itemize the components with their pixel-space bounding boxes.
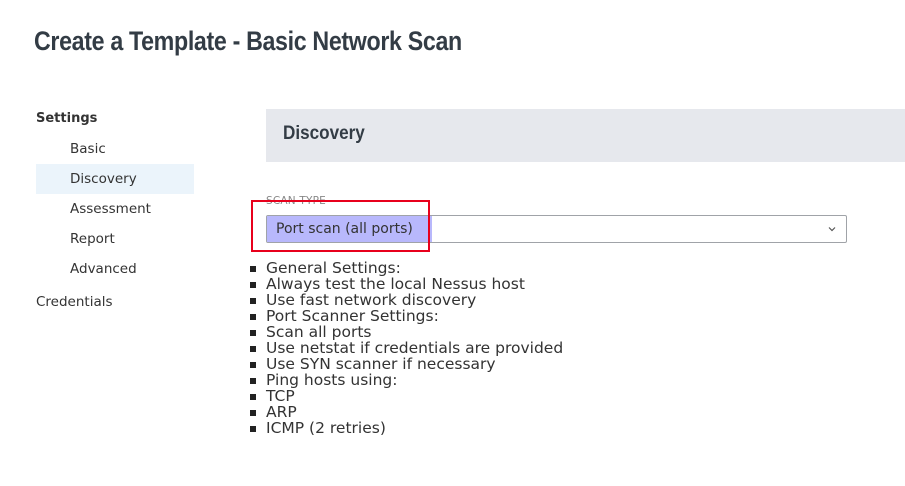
sidebar-item-basic[interactable]: Basic: [70, 141, 106, 157]
chevron-down-icon: [828, 227, 836, 232]
list-item: Scan all ports: [246, 324, 563, 340]
sidebar-item-credentials[interactable]: Credentials: [36, 294, 113, 310]
sidebar-item-report[interactable]: Report: [70, 231, 115, 247]
sidebar-item-discovery[interactable]: Discovery: [36, 164, 194, 194]
settings-sidebar: Settings Basic Discovery Assessment Repo…: [36, 108, 194, 313]
list-item: Use fast network discovery: [246, 292, 563, 308]
page-title: Create a Template - Basic Network Scan: [34, 26, 462, 56]
list-item: Use netstat if credentials are provided: [246, 340, 563, 356]
sidebar-item-assessment[interactable]: Assessment: [70, 201, 151, 217]
list-item: General Settings:: [246, 260, 563, 276]
scan-type-label: SCAN TYPE: [266, 195, 326, 207]
scan-type-select[interactable]: Port scan (all ports): [266, 215, 847, 243]
list-item: Ping hosts using:: [246, 372, 563, 388]
list-item: ICMP (2 retries): [246, 420, 563, 436]
list-item: Always test the local Nessus host: [246, 276, 563, 292]
list-item: Use SYN scanner if necessary: [246, 356, 563, 372]
section-header: Discovery: [266, 109, 905, 162]
sidebar-settings-list: Basic Discovery Assessment Report Advanc…: [36, 134, 194, 284]
section-title: Discovery: [283, 123, 365, 144]
scan-type-value: Port scan (all ports): [276, 221, 413, 237]
list-item: ARP: [246, 404, 563, 420]
scan-settings-list: General Settings: Always test the local …: [246, 260, 563, 436]
sidebar-heading-settings[interactable]: Settings: [36, 111, 98, 126]
sidebar-item-advanced[interactable]: Advanced: [70, 261, 137, 277]
list-item: TCP: [246, 388, 563, 404]
list-item: Port Scanner Settings:: [246, 308, 563, 324]
selection-highlight: [267, 216, 432, 242]
